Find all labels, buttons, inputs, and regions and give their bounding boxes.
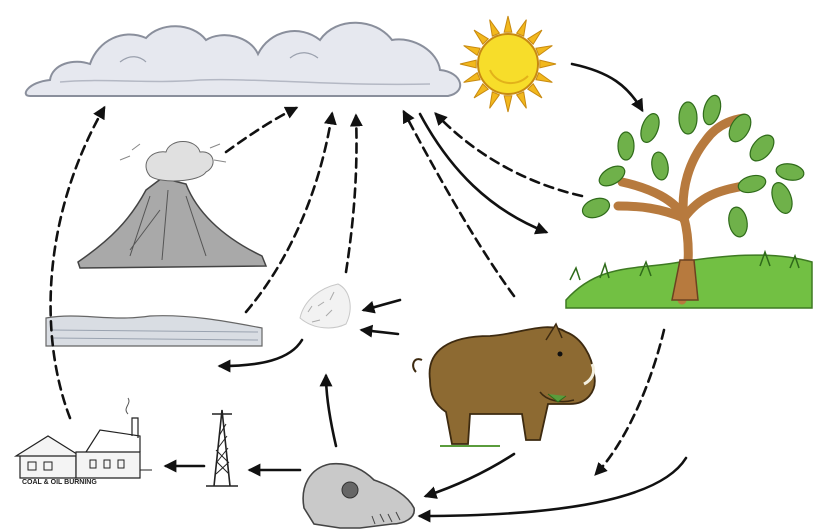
ocean-icon xyxy=(46,316,262,346)
factory-icon xyxy=(16,398,152,478)
sun-ray xyxy=(517,20,527,36)
sun-ray xyxy=(490,92,500,108)
sun-ray xyxy=(460,60,476,68)
oil-well-icon xyxy=(206,410,238,486)
skull-icon xyxy=(303,464,414,528)
sun-ray xyxy=(517,92,527,108)
tree-icon xyxy=(566,93,812,308)
sun-ray xyxy=(504,16,512,32)
sun-ray xyxy=(464,46,480,56)
boar-icon xyxy=(413,324,595,446)
sun-ray xyxy=(504,96,512,112)
sun-ray xyxy=(490,20,500,36)
decomposer-icon xyxy=(300,284,350,328)
sun-icon xyxy=(460,16,556,112)
cloud-icon xyxy=(26,23,460,96)
sun-ray xyxy=(536,73,552,83)
sun-ray xyxy=(464,73,480,83)
coal-oil-burning-label: COAL & OIL BURNING xyxy=(22,479,97,486)
sun-ray xyxy=(536,46,552,56)
volcano-icon xyxy=(78,142,266,269)
sun-ray xyxy=(540,60,556,68)
